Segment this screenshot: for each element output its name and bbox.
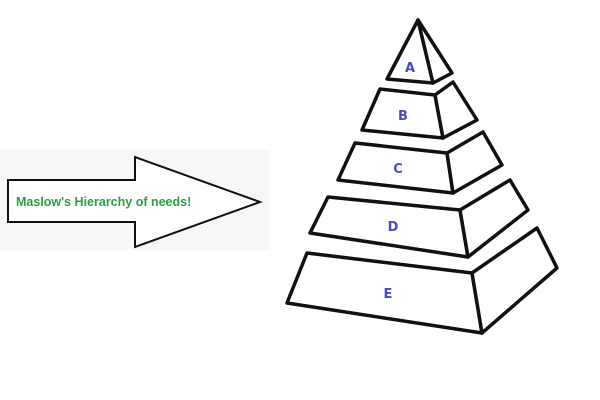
tier-label-b: B: [398, 109, 408, 124]
arrow-shape: Maslow's Hierarchy of needs!: [7, 155, 263, 249]
tier-label-e: E: [384, 287, 393, 302]
pyramid-tier-c: C: [336, 130, 504, 195]
tier-label-d: D: [388, 220, 399, 235]
pyramid-tier-a: A: [385, 18, 454, 85]
arrow-label: Maslow's Hierarchy of needs!: [16, 195, 191, 209]
tier-label-a: A: [405, 61, 415, 76]
pyramid-tier-d: D: [308, 178, 530, 259]
tier-label-c: C: [393, 162, 403, 177]
pyramid-tier-e: E: [285, 226, 559, 335]
pyramid-tier-b: B: [360, 80, 479, 140]
